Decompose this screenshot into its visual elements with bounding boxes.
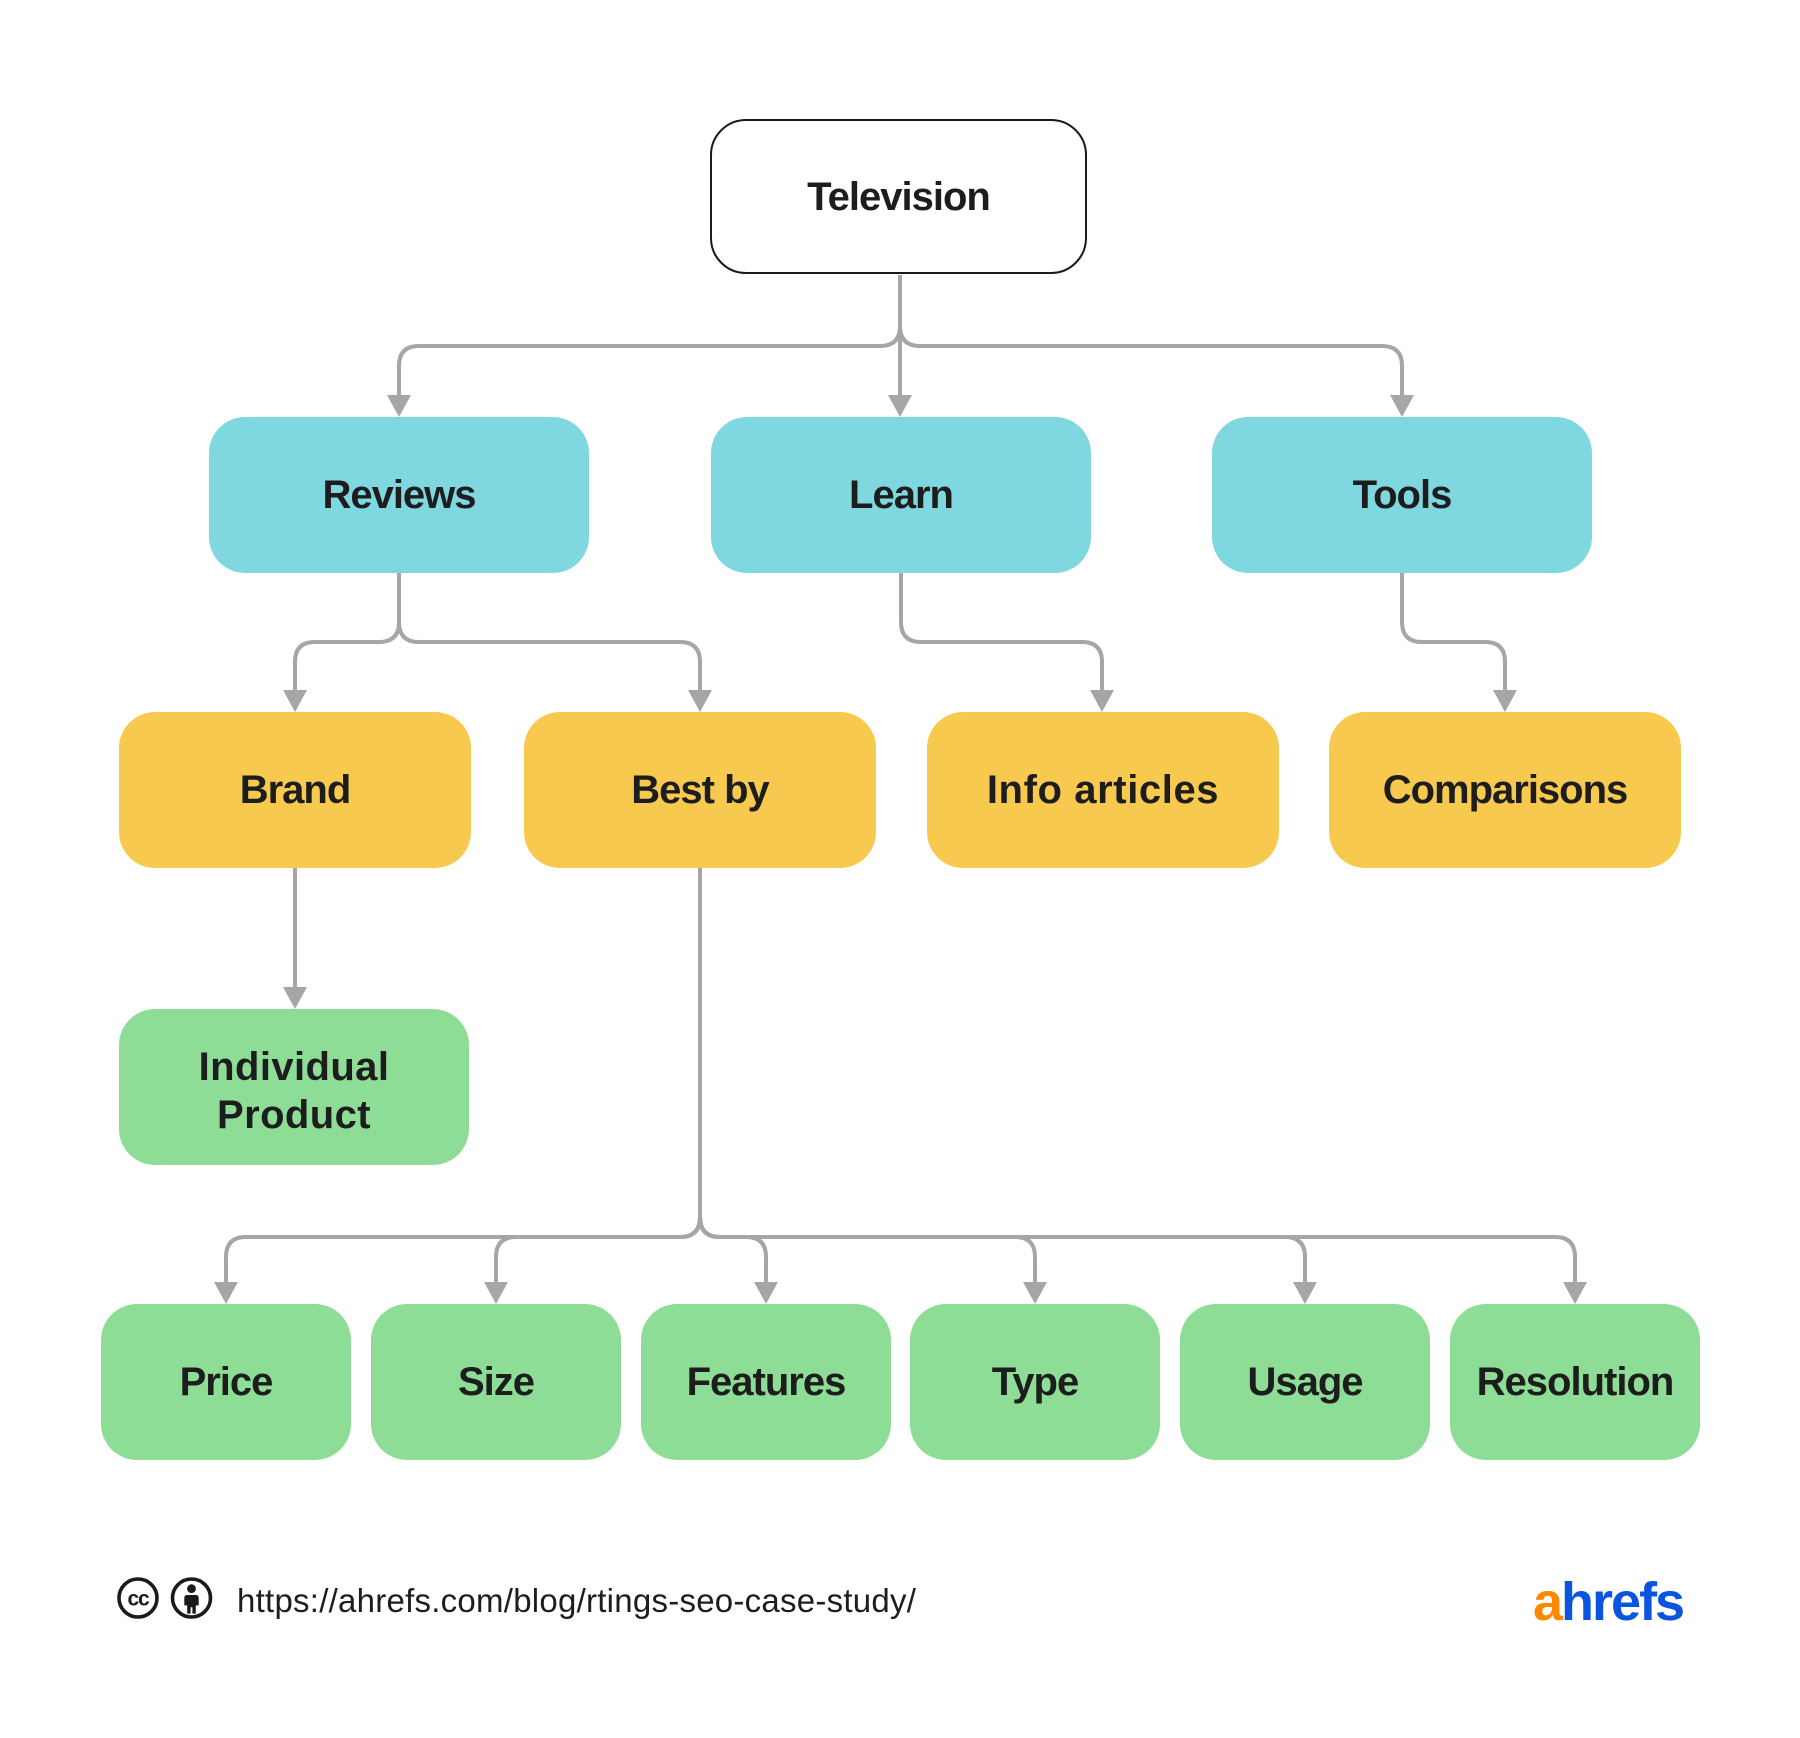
svg-text:cc: cc (128, 1588, 150, 1611)
